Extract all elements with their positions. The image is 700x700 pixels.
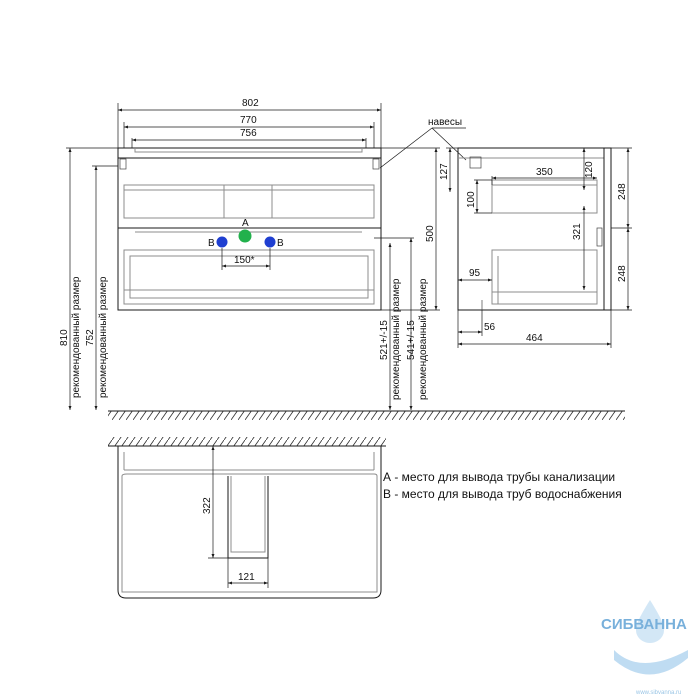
supply-outlet-marker-right: [264, 236, 276, 248]
cabinet-body: [117, 147, 382, 311]
floor-line: [108, 410, 625, 420]
dim-100: 100: [466, 191, 477, 208]
drain-outlet-label: A: [242, 218, 249, 229]
sibvanna-watermark: СИБВАННА www.sibvanna.ru: [601, 600, 688, 696]
watermark-url: www.sibvanna.ru: [635, 690, 681, 696]
dim-350: 350: [536, 167, 553, 178]
dim-248-bottom: 248: [617, 265, 628, 282]
bathtub-icon: [614, 650, 688, 675]
drain-outlet-marker: [238, 229, 252, 243]
dim-541: 541+/-15: [406, 320, 417, 360]
dim-127: 127: [439, 163, 450, 180]
water-drop-icon: [636, 600, 664, 643]
dim-322: 322: [202, 497, 213, 514]
dim-521: 521+/-15: [379, 320, 390, 360]
dim-500: 500: [425, 225, 436, 242]
front-view: 802 770 756 навесы A B B 150* 810 рекоме…: [59, 98, 467, 410]
dim-120: 120: [584, 161, 595, 178]
recommended-label-541: рекомендованный размер: [418, 278, 429, 400]
dim-248-top: 248: [617, 183, 628, 200]
dim-810: 810: [59, 329, 70, 346]
recommended-label-521: рекомендованный размер: [391, 278, 402, 400]
side-body: [457, 147, 612, 311]
pipe-cutout: [227, 476, 269, 559]
dim-56: 56: [484, 322, 496, 333]
dim-121: 121: [238, 572, 255, 583]
recommended-label-810: рекомендованный размер: [71, 276, 82, 398]
dim-150: 150*: [234, 255, 255, 266]
dim-95: 95: [469, 268, 481, 279]
lower-drawer: [123, 249, 375, 305]
supply-label-right: B: [277, 238, 284, 249]
supply-label-left: B: [208, 238, 215, 249]
dim-464: 464: [526, 333, 543, 344]
dim-321: 321: [572, 223, 583, 240]
dim-756: 756: [240, 128, 257, 139]
dim-802: 802: [242, 98, 259, 109]
top-body: [117, 446, 382, 599]
hinges-label: навесы: [428, 117, 462, 128]
watermark-brand: СИБВАННА: [601, 616, 687, 633]
dim-752: 752: [85, 329, 96, 346]
side-view: 127 350 120 248 100 321 248 95 56: [439, 147, 632, 348]
top-view: 322 121: [108, 437, 386, 599]
upper-drawer: [123, 184, 375, 219]
dim-770: 770: [240, 115, 257, 126]
recommended-label-752: рекомендованный размер: [98, 276, 109, 398]
legend-line-a: А - место для вывода трубы канализации: [383, 470, 615, 484]
legend-line-b: В - место для вывода труб водоснабжения: [383, 487, 622, 501]
supply-outlet-marker-left: [216, 236, 228, 248]
